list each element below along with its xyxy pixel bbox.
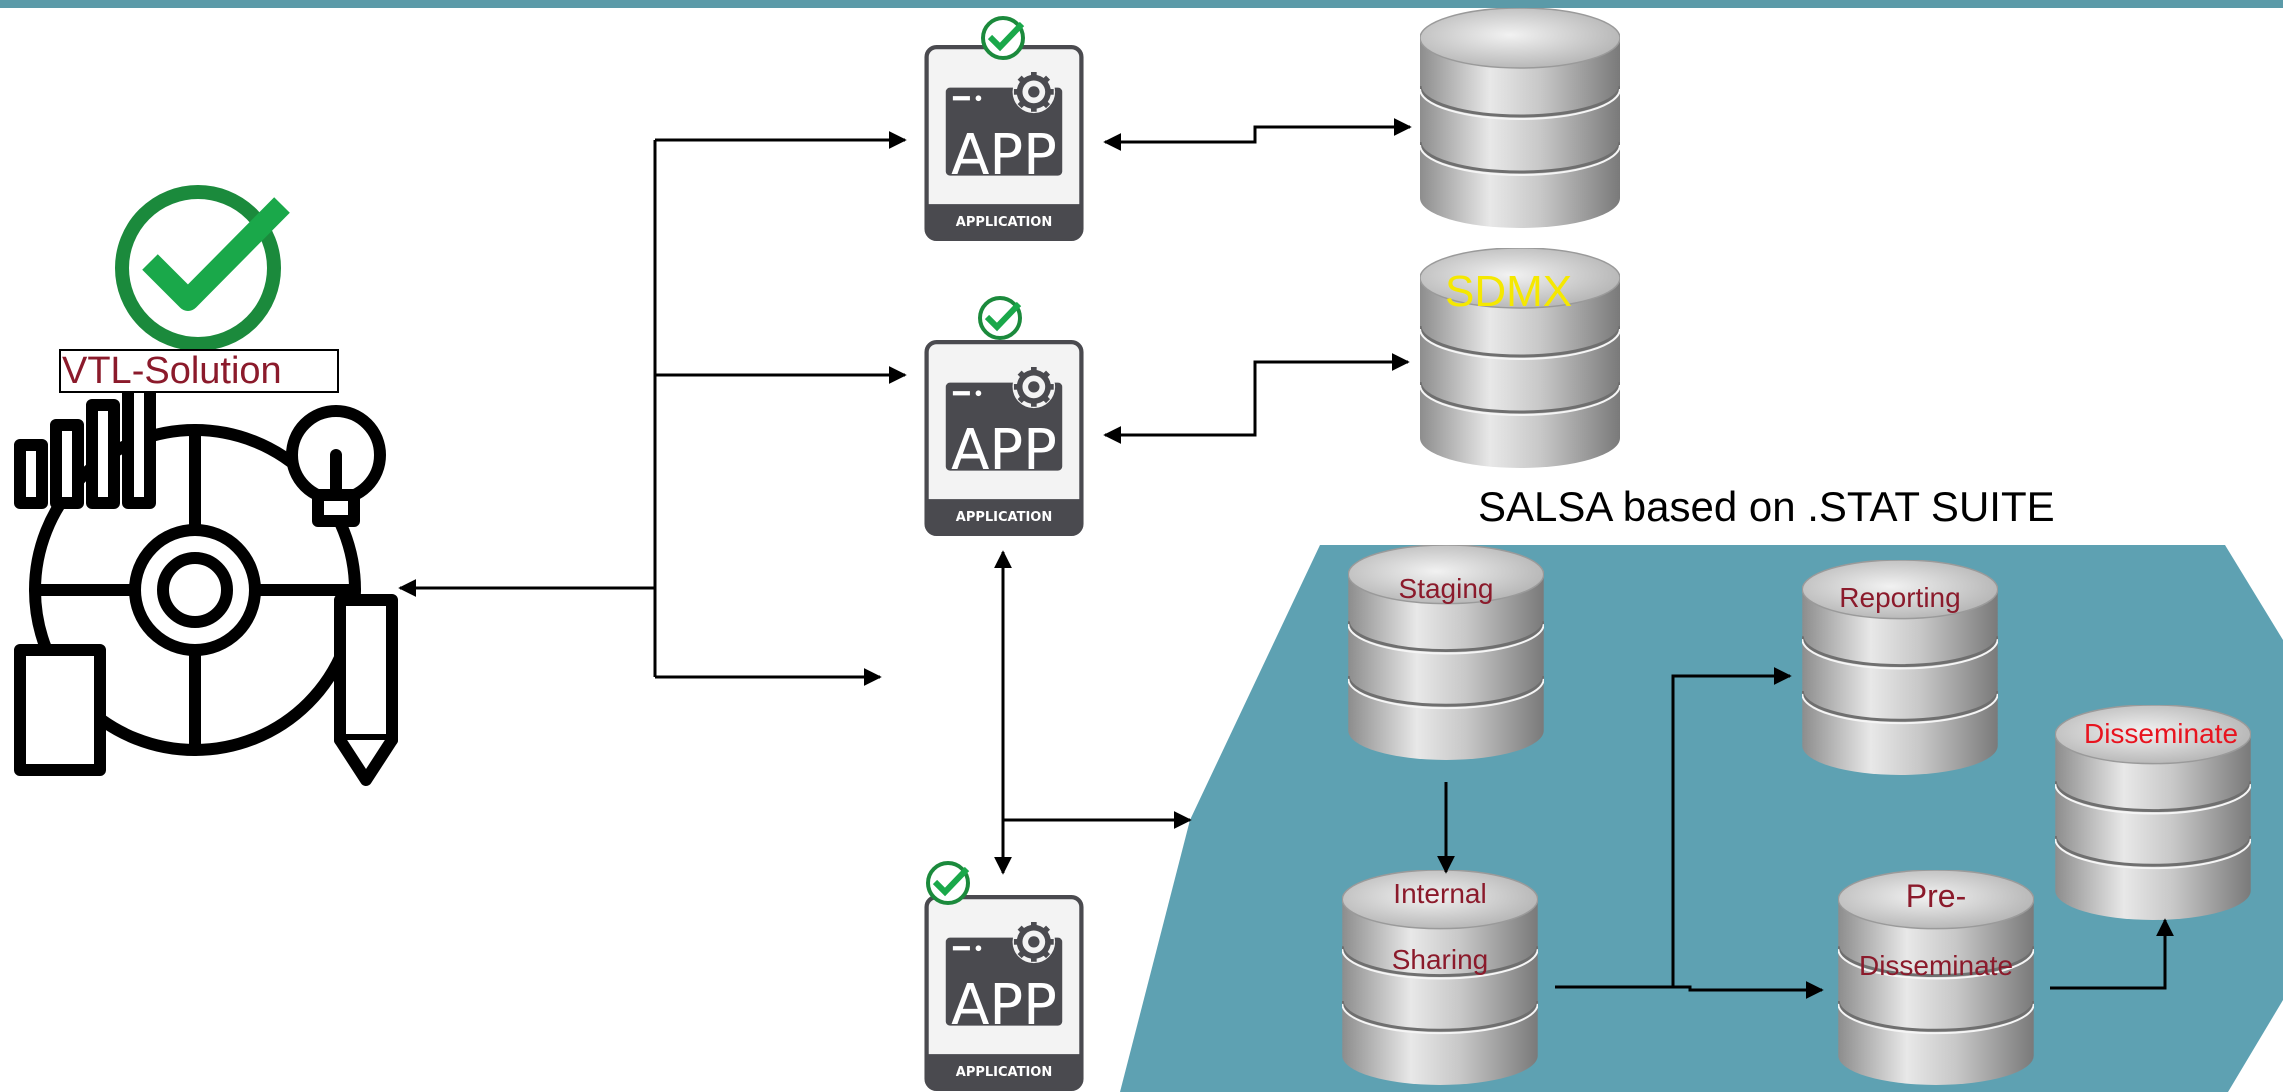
app-1-caption: APPLICATION <box>956 215 1052 230</box>
app-1-big-text: APP <box>951 123 1057 188</box>
sdmx-label: SDMX <box>1445 267 1573 316</box>
app-2-caption: APPLICATION <box>956 510 1052 525</box>
vtl-check-icon <box>115 185 290 351</box>
staging-label: Staging <box>1398 573 1494 604</box>
pre-disseminate-label-2: Disseminate <box>1858 950 2014 981</box>
app-check-1 <box>981 16 1025 60</box>
app-check-2 <box>978 296 1022 340</box>
vtl-label-box <box>59 349 339 393</box>
arrow-to-disseminate <box>2050 918 2174 990</box>
reporting-label: Reporting <box>1839 582 1961 613</box>
salsa-title: SALSA based on .STAT SUITE <box>1478 483 2055 530</box>
connectors <box>398 118 2174 999</box>
database-top <box>1420 8 1620 228</box>
vtl-solution-label: VTL-Solution <box>62 350 282 392</box>
arrow-to-reporting <box>1671 667 1792 987</box>
arrow-to-pre-disseminate <box>1673 981 1824 999</box>
internal-sharing-label-2: Sharing <box>1391 944 1489 975</box>
internal-sharing-label-1: Internal <box>1393 878 1487 909</box>
pre-disseminate-label-1: Pre- <box>1905 878 1967 914</box>
arrow-app2-sdmx <box>1103 353 1410 444</box>
vtl-solution-icon <box>14 379 398 786</box>
app-2-big-text: APP <box>951 418 1057 483</box>
app-3-big-text: APP <box>951 973 1057 1038</box>
app-check-3 <box>926 861 970 905</box>
app-3-caption: APPLICATION <box>956 1065 1052 1080</box>
top-bar <box>0 0 2283 8</box>
disseminate-label: Disseminate <box>2083 718 2239 749</box>
arrow-app1-db <box>1103 118 1412 151</box>
